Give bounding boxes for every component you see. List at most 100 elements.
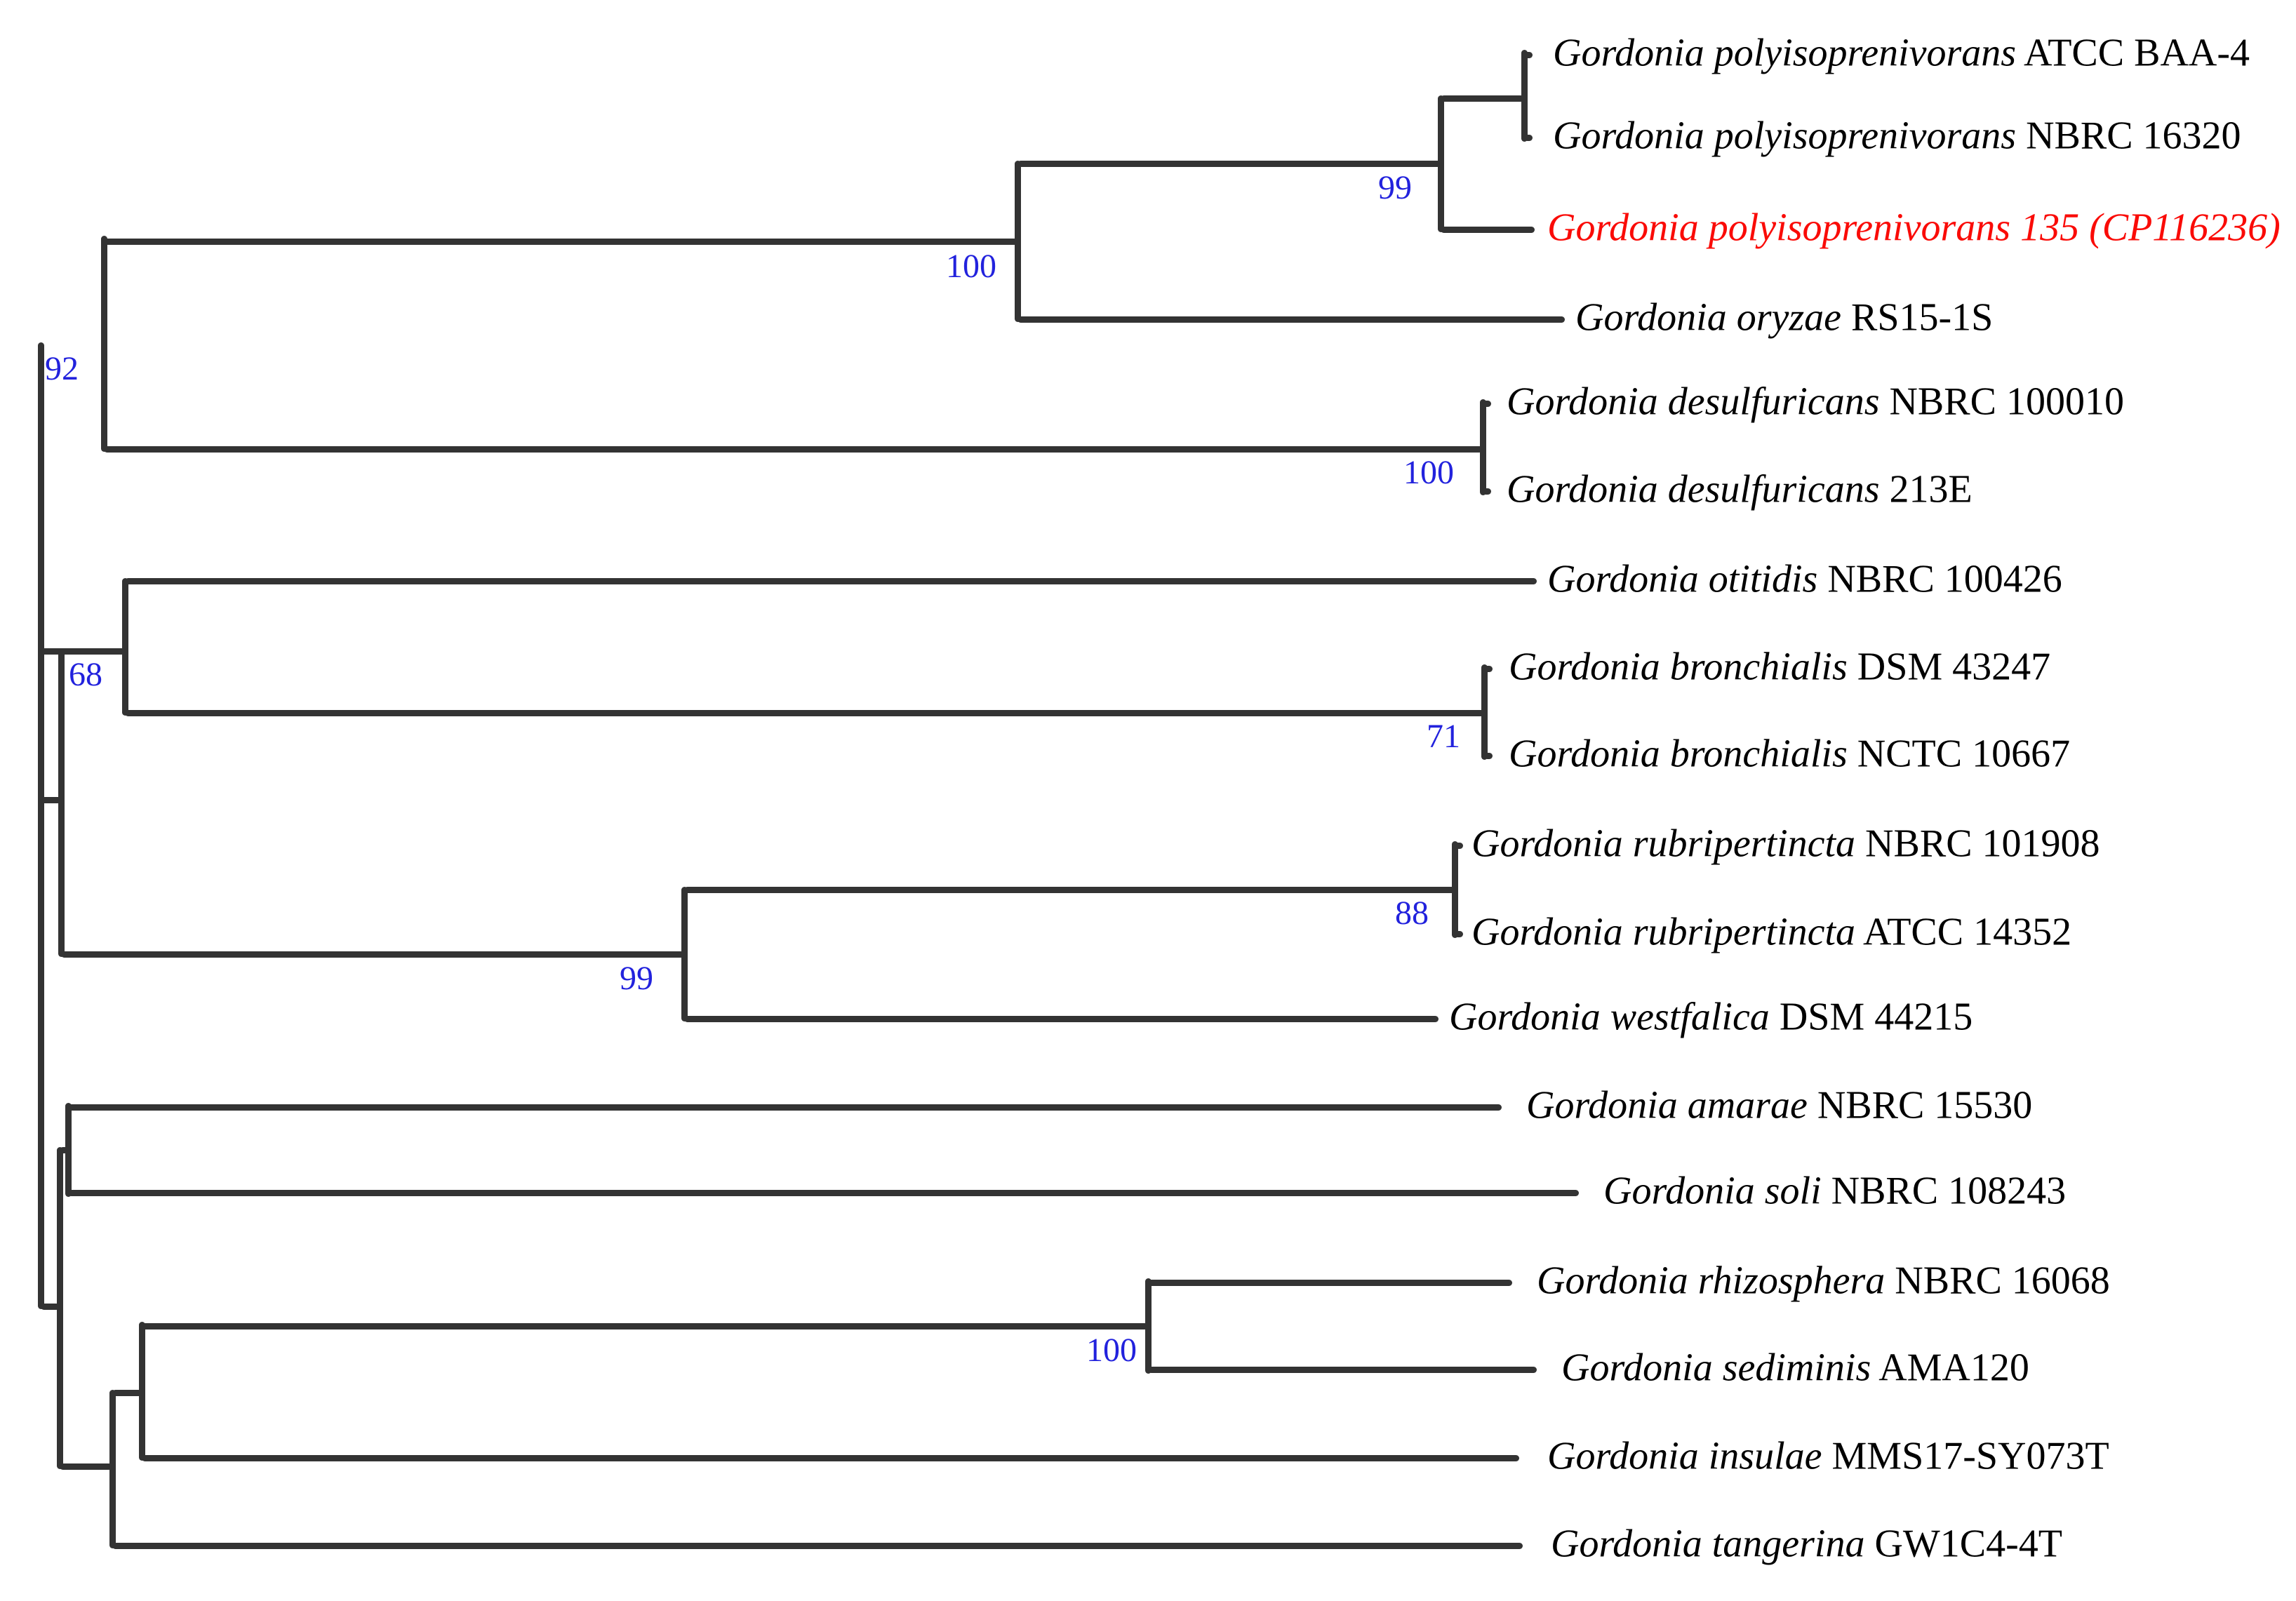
branch-line-vertical <box>681 887 688 1021</box>
taxon-species-name: Gordonia desulfuricans <box>1507 467 1880 511</box>
branch-line-horizontal <box>68 1104 1502 1111</box>
taxon-strain-id: DSM 44215 <box>1769 995 1973 1039</box>
branch-line-horizontal <box>1455 843 1463 849</box>
branch-line-horizontal <box>41 1304 60 1310</box>
taxon-strain-id: AMA120 <box>1871 1346 2029 1390</box>
branch-line-vertical <box>1452 841 1458 938</box>
branch-line-horizontal <box>1524 52 1533 58</box>
branch-line-horizontal <box>684 887 1455 893</box>
taxon-strain-id: NCTC 10667 <box>1847 732 2071 776</box>
branch-line-horizontal <box>104 446 1483 453</box>
branch-line-horizontal <box>41 797 61 803</box>
taxon-label: Gordonia polyisoprenivorans NBRC 16320 <box>1553 113 2241 158</box>
bootstrap-value: 100 <box>946 248 996 285</box>
taxon-species-name: Gordonia sediminis <box>1561 1346 1871 1390</box>
taxon-species-name: Gordonia polyisoprenivorans <box>1553 31 2017 75</box>
taxon-strain-id: NBRC 100426 <box>1817 557 2062 601</box>
taxon-label: Gordonia bronchialis DSM 43247 <box>1509 644 2050 689</box>
taxon-strain-id: 213E <box>1879 467 1973 511</box>
branch-line-horizontal <box>41 648 125 655</box>
taxon-label: Gordonia soli NBRC 108243 <box>1603 1168 2066 1213</box>
taxon-label: Gordonia rhizosphera NBRC 16068 <box>1537 1258 2110 1303</box>
taxon-label: Gordonia westfalica DSM 44215 <box>1449 994 1973 1039</box>
taxon-label: Gordonia otitidis NBRC 100426 <box>1547 556 2062 601</box>
branch-line-horizontal <box>1483 488 1491 495</box>
taxon-strain-id: NBRC 100010 <box>1879 380 2124 424</box>
bootstrap-value: 100 <box>1403 454 1454 491</box>
taxon-label: Gordonia desulfuricans 213E <box>1507 467 1973 511</box>
branch-line-vertical <box>38 342 44 1309</box>
branch-line-horizontal <box>684 1016 1439 1022</box>
branch-line-horizontal <box>1441 227 1535 233</box>
branch-line-horizontal <box>104 239 1017 245</box>
taxon-strain-id: DSM 43247 <box>1847 645 2051 689</box>
bootstrap-value: 100 <box>1086 1332 1137 1369</box>
taxon-strain-id: RS15-1S <box>1841 295 1994 340</box>
branch-line-vertical <box>139 1322 145 1461</box>
branch-line-horizontal <box>68 1190 1579 1196</box>
branch-line-vertical <box>109 1390 116 1548</box>
branch-line-horizontal <box>112 1543 1523 1549</box>
branch-line-vertical <box>1481 664 1488 760</box>
branch-line-vertical <box>101 236 107 452</box>
taxon-strain-id: NBRC 15530 <box>1807 1083 2033 1127</box>
taxon-label: Gordonia tangerina GW1C4-4T <box>1551 1521 2062 1566</box>
taxon-label: Gordonia rubripertincta NBRC 101908 <box>1471 821 2100 866</box>
taxon-species-name: Gordonia soli <box>1603 1169 1822 1213</box>
bootstrap-value: 68 <box>69 656 102 693</box>
taxon-species-name: Gordonia westfalica <box>1449 995 1770 1039</box>
branch-line-horizontal <box>1483 401 1491 407</box>
taxon-label: Gordonia polyisoprenivorans ATCC BAA-4 <box>1553 30 2250 75</box>
taxon-label: Gordonia desulfuricans NBRC 100010 <box>1507 379 2124 424</box>
taxon-strain-id: NBRC 101908 <box>1855 822 2100 866</box>
taxon-species-name: Gordonia bronchialis <box>1509 732 1848 776</box>
branch-line-horizontal <box>125 710 1484 716</box>
branch-line-horizontal <box>112 1390 142 1396</box>
branch-line-vertical <box>1480 399 1486 495</box>
taxon-strain-id: ATCC BAA-4 <box>2016 31 2250 75</box>
taxon-species-name: Gordonia rubripertincta <box>1471 822 1856 866</box>
taxon-strain-id: NBRC 16320 <box>2016 114 2241 158</box>
branch-line-horizontal <box>61 951 684 958</box>
branch-line-vertical <box>1438 95 1444 232</box>
taxon-species-name: Gordonia polyisoprenivorans <box>1553 114 2017 158</box>
branch-line-vertical <box>1521 50 1528 142</box>
branch-line-horizontal <box>60 1147 68 1153</box>
taxon-label: Gordonia amarae NBRC 15530 <box>1526 1083 2032 1127</box>
taxon-species-name: Gordonia bronchialis <box>1509 645 1848 689</box>
branch-line-horizontal <box>1148 1367 1537 1373</box>
taxon-label: Gordonia sediminis AMA120 <box>1561 1345 2029 1390</box>
taxon-species-name: Gordonia amarae <box>1526 1083 1808 1127</box>
bootstrap-value: 99 <box>620 960 653 997</box>
taxon-strain-id: MMS17-SY073T <box>1822 1434 2109 1478</box>
branch-line-vertical <box>58 648 65 957</box>
taxon-species-name: Gordonia otitidis <box>1547 557 1818 601</box>
bootstrap-value: 88 <box>1395 895 1429 932</box>
branch-line-horizontal <box>1441 95 1524 102</box>
bootstrap-value: 71 <box>1427 718 1460 755</box>
branch-line-horizontal <box>1484 666 1493 672</box>
taxon-strain-id: NBRC 108243 <box>1821 1169 2067 1213</box>
branch-line-horizontal <box>1455 931 1463 937</box>
branch-line-vertical <box>1145 1278 1152 1374</box>
taxon-species-name: Gordonia polyisoprenivorans <box>1547 206 2011 250</box>
taxon-strain-id: 135 (CP116236) <box>2010 206 2281 250</box>
branch-line-vertical <box>1015 161 1021 322</box>
taxon-species-name: Gordonia insulae <box>1547 1434 1822 1478</box>
bootstrap-value: 99 <box>1378 169 1412 206</box>
taxon-species-name: Gordonia rubripertincta <box>1471 910 1856 954</box>
taxon-label: Gordonia rubripertincta ATCC 14352 <box>1471 909 2071 954</box>
branch-line-horizontal <box>125 578 1537 584</box>
taxon-species-name: Gordonia desulfuricans <box>1507 380 1880 424</box>
bootstrap-value: 92 <box>45 350 79 387</box>
taxon-label: Gordonia bronchialis NCTC 10667 <box>1509 731 2070 776</box>
branch-line-horizontal <box>1524 135 1533 141</box>
taxon-species-name: Gordonia oryzae <box>1575 295 1842 340</box>
taxon-label: Gordonia polyisoprenivorans 135 (CP11623… <box>1547 205 2281 250</box>
branch-line-horizontal <box>1484 753 1493 759</box>
branch-line-horizontal <box>1017 316 1565 323</box>
taxon-strain-id: NBRC 16068 <box>1885 1259 2110 1303</box>
branch-line-vertical <box>65 1103 72 1197</box>
branch-line-horizontal <box>142 1455 1519 1461</box>
